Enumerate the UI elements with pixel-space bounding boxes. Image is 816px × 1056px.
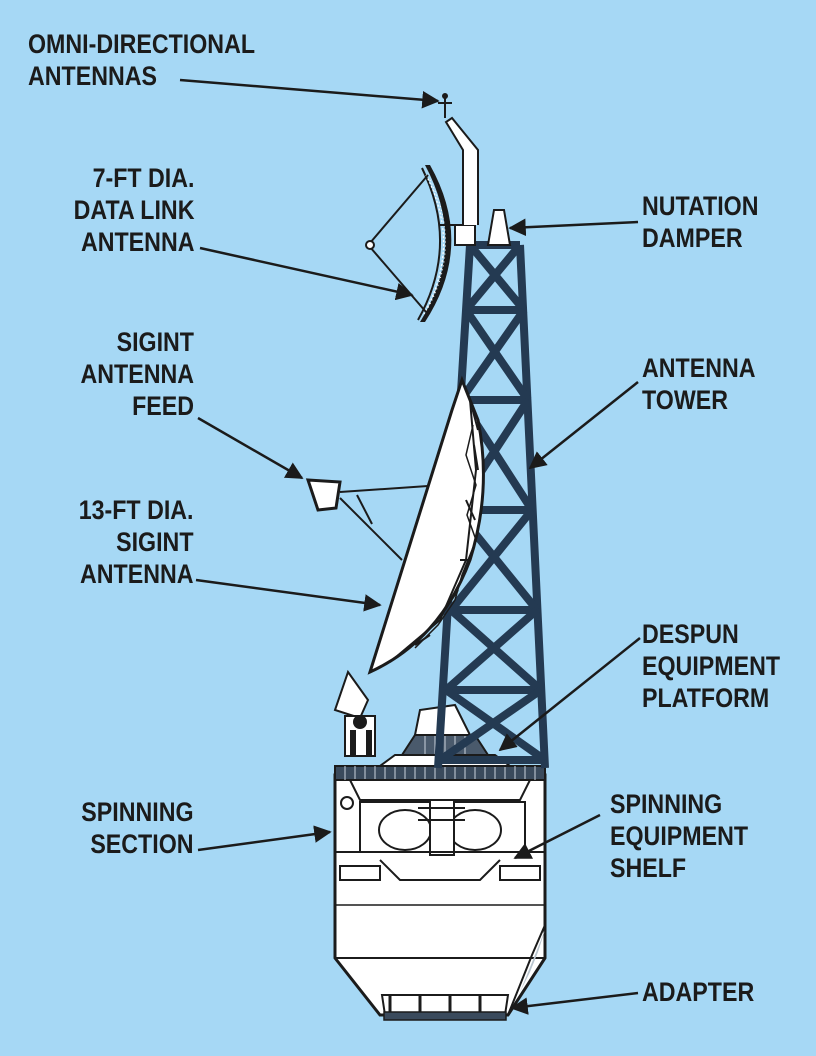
label-spinning-equipment-shelf: SPINNING EQUIPMENT SHELF <box>610 789 749 883</box>
arrow-spinning-shelf <box>513 813 601 860</box>
label-sigint-antenna-feed: SIGINT ANTENNA FEED <box>80 327 194 421</box>
label-spinning-section: SPINNING SECTION <box>81 797 194 859</box>
arrow-adapter <box>510 991 639 1015</box>
label-data-link-antenna: 7-FT DIA. DATA LINK ANTENNA <box>73 163 194 257</box>
arrow-omni <box>179 78 440 109</box>
arrow-spinning-section <box>197 825 332 852</box>
nutation-damper-body <box>486 209 512 246</box>
label-adapter: ADAPTER <box>642 977 755 1007</box>
arrow-antenna-tower <box>528 381 639 470</box>
label-despun-equipment-platform: DESPUN EQUIPMENT PLATFORM <box>642 619 781 713</box>
omni-antenna-body <box>438 93 479 225</box>
arrow-despun-platform <box>498 637 641 752</box>
data-link-antenna-body <box>365 165 476 322</box>
adapter-body <box>380 924 546 1021</box>
antenna-tower-body <box>434 241 549 769</box>
sigint-feed-body <box>305 478 342 512</box>
label-omni-directional-antennas: OMNI-DIRECTIONAL ANTENNAS <box>28 29 256 91</box>
arrow-data-link <box>199 246 414 301</box>
arrow-nutation-damper <box>508 218 639 237</box>
spinning-equipment-shelf-body <box>335 799 545 906</box>
label-antenna-tower: ANTENNA TOWER <box>642 353 756 415</box>
sigint-antenna-body <box>339 375 485 675</box>
label-nutation-damper: NUTATION DAMPER <box>642 191 759 253</box>
arrow-sigint-feed <box>197 416 304 480</box>
label-sigint-antenna: 13-FT DIA. SIGINT ANTENNA <box>79 495 194 589</box>
arrow-sigint-antenna <box>195 578 382 612</box>
